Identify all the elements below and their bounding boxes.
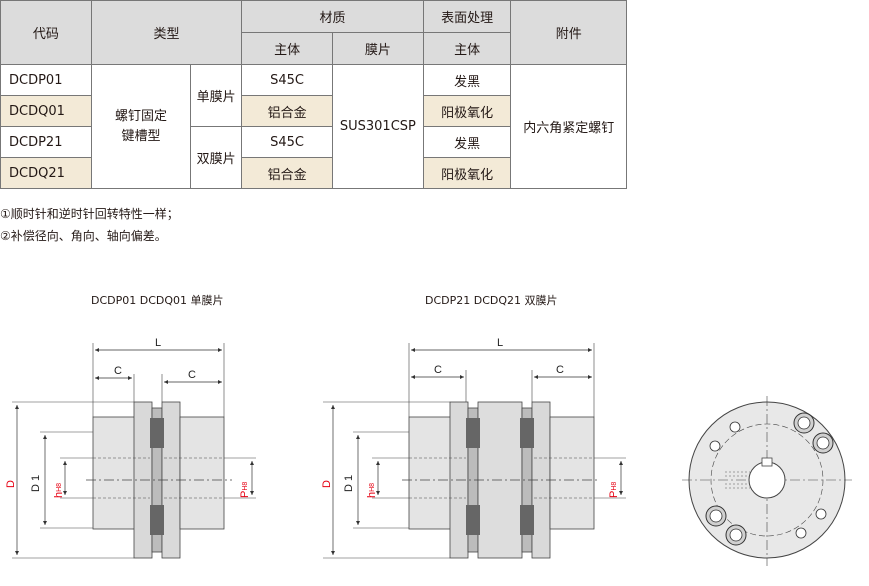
code-cell: DCDQ21 [0, 157, 92, 189]
dim-C: C [434, 364, 442, 376]
col-type-header: 类型 [90, 0, 243, 65]
treatment-cell: 阳极氧化 [422, 157, 512, 189]
col-surface-body-header: 主体 [422, 32, 512, 65]
notes: ①顺时针和逆时针回转特性一样； ②补偿径向、角向、轴向偏差。 [0, 203, 179, 247]
double-membrane-drawing: L C C D D 1 hH8 PH8 [321, 337, 626, 559]
single-membrane-cell: 单膜片 [190, 64, 243, 127]
code-cell: DCDQ01 [0, 95, 92, 127]
single-membrane-drawing: L C C D D 1 hH8 PH8 [5, 337, 256, 559]
end-view-drawing [682, 396, 852, 566]
technical-drawings: L C C D D 1 hH8 PH8 [5, 337, 852, 566]
body-material-cell: 铝合金 [241, 95, 333, 127]
treatment-cell: 阳极氧化 [422, 95, 512, 127]
membrane-material-cell: SUS301CSP [331, 64, 424, 189]
spec-table: 代码 类型 材质 表面处理 附件 主体 膜片 主体 DCDP01 螺钉固定 键槽… [0, 0, 627, 189]
dim-C: C [114, 365, 122, 377]
dim-h: hH8 [366, 483, 378, 498]
code-cell: DCDP01 [0, 64, 92, 96]
treatment-cell: 发黑 [422, 64, 512, 96]
body-material-cell: 铝合金 [241, 157, 333, 189]
double-membrane-cell: 双膜片 [190, 126, 243, 189]
note-2: ②补偿径向、角向、轴向偏差。 [0, 229, 167, 243]
note-1: ①顺时针和逆时针回转特性一样； [0, 207, 179, 221]
dim-D1: D 1 [30, 475, 42, 492]
dim-C: C [556, 364, 564, 376]
treatment-cell: 发黑 [422, 126, 512, 158]
col-code-header: 代码 [0, 0, 92, 65]
dim-D: D [5, 480, 17, 488]
dim-D: D [321, 480, 333, 488]
dim-C: C [188, 369, 196, 381]
dim-L: L [497, 337, 503, 349]
dim-L: L [155, 337, 161, 349]
type-line2: 键槽型 [121, 128, 161, 144]
caption-single-membrane: DCDP01 DCDQ01 单膜片 [91, 294, 224, 307]
accessory-cell: 内六角紧定螺钉 [510, 64, 627, 189]
dim-h: hH8 [53, 483, 65, 498]
dim-P: PH8 [608, 482, 620, 498]
type-cell: 螺钉固定 键槽型 [90, 64, 192, 189]
dim-P: PH8 [239, 482, 251, 498]
col-surface-header: 表面处理 [422, 0, 512, 33]
caption-double-membrane: DCDP21 DCDQ21 双膜片 [425, 294, 558, 307]
body-material-cell: S45C [241, 126, 333, 158]
body-material-cell: S45C [241, 64, 333, 96]
col-material-header: 材质 [241, 0, 424, 33]
code-cell: DCDP21 [0, 126, 92, 158]
dim-D1: D 1 [343, 475, 355, 492]
col-membrane-header: 膜片 [331, 32, 424, 65]
col-accessory-header: 附件 [510, 0, 627, 65]
col-body-header: 主体 [241, 32, 333, 65]
type-line1: 螺钉固定 [114, 108, 167, 124]
